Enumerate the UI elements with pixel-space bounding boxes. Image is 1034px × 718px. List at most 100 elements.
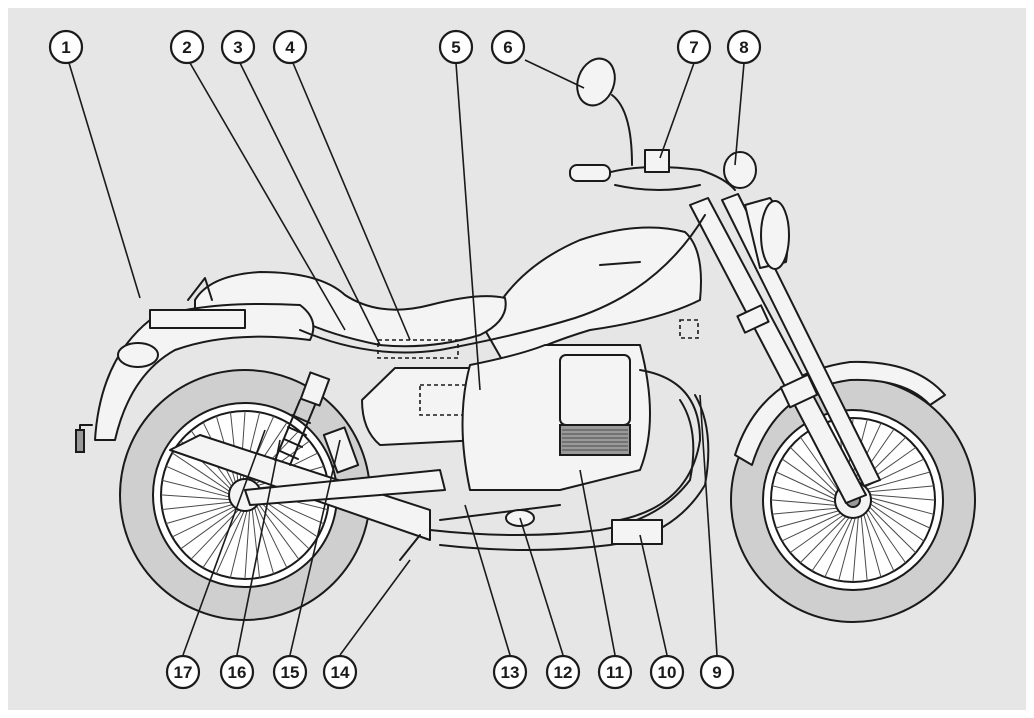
leader-line-15 [289,439,341,656]
grab-rail [149,309,246,329]
fuel-tank [484,226,702,366]
callout-label-1: 1 [61,38,70,57]
wheel-spoke [781,511,843,542]
rear-mudguard [94,303,315,441]
callout-label-14: 14 [331,663,350,682]
wheel-spoke [162,479,232,498]
callout-4: 4 [272,29,308,65]
leader-line-1 [68,62,141,299]
wheel-spoke [775,471,838,501]
wheel-spoke [251,507,261,578]
wheel-spoke [171,505,237,538]
leader-line-2 [189,62,346,331]
callout-1: 1 [48,29,84,65]
footrest-lever [439,504,561,521]
wheel-spoke [789,513,846,554]
callout-label-6: 6 [503,38,512,57]
wheel-spoke [864,510,895,572]
leader-line-12 [519,517,564,656]
wheel-spoke [852,514,859,583]
wheel-spoke [772,507,840,515]
wheel-spoke [799,436,840,493]
callout-15: 15 [272,654,308,690]
callout-5: 5 [438,29,474,65]
wheel-spoke [824,515,854,578]
callout-10: 10 [649,654,685,690]
swingarm [244,469,446,506]
callout-12: 12 [545,654,581,690]
callout-label-16: 16 [228,663,247,682]
instrument-cluster [723,151,757,189]
callout-label-3: 3 [233,38,242,57]
wheel-spoke [162,501,233,511]
frame [299,214,706,354]
wheel-spoke [160,494,232,501]
wheel-spoke [256,501,300,560]
wheel-spoke [867,494,936,501]
wheel-spoke [772,485,838,504]
wheel-spoke [860,513,868,581]
callout-label-5: 5 [451,38,460,57]
callout-11: 11 [597,654,633,690]
callout-6: 6 [490,29,526,65]
side-stand [399,534,421,561]
leader-line-11 [579,469,616,656]
mirror [576,57,633,166]
callout-label-7: 7 [689,38,698,57]
callout-16: 16 [219,654,255,690]
wheel-spoke [865,471,931,491]
tail-light [117,342,159,368]
callout-label-15: 15 [281,663,300,682]
callout-8: 8 [726,29,762,65]
wheel-spoke [165,465,232,496]
leader-line-17 [182,429,266,656]
callout-label-11: 11 [606,663,624,682]
motorcycle-illustration [75,57,976,623]
leader-line-7 [659,62,695,159]
wheel-spoke [862,512,882,578]
wheel-spoke [866,507,907,564]
leader-line-6 [524,59,585,89]
wheel-spoke [866,485,934,493]
wheel-spoke [799,514,848,564]
callout-2: 2 [169,29,205,65]
callout-markers: 1 2 3 4 5 6 7 8 9 10 11 12 13 14 15 16 1… [48,29,762,690]
wheel-spoke [190,507,241,560]
callout-13: 13 [492,654,528,690]
engine [461,344,651,491]
leader-line-3 [239,62,381,346]
callout-label-9: 9 [712,663,721,682]
callout-14: 14 [322,654,358,690]
wheel-spoke [253,505,275,575]
wheel-spoke [867,505,917,554]
leader-lines [68,59,745,656]
callout-17: 17 [165,654,201,690]
wheel-spoke [215,508,246,575]
wheel-spoke [172,452,232,493]
callout-7: 7 [676,29,712,65]
callout-label-8: 8 [739,38,748,57]
wheel-spoke [202,508,243,568]
wheel-spoke [244,508,251,580]
wheel-spoke [868,502,925,542]
leader-line-10 [639,534,668,656]
leader-line-14 [339,559,411,656]
callout-label-10: 10 [658,663,677,682]
wheel-spoke [165,503,235,525]
battery-box [322,426,360,474]
callout-label-4: 4 [285,38,295,57]
leader-line-13 [464,504,511,656]
callout-label-2: 2 [182,38,191,57]
callout-label-12: 12 [554,663,573,682]
wheel-spoke [775,509,841,529]
headlight [744,197,790,270]
leader-line-9 [699,394,718,656]
rear-shock [274,371,331,466]
wheel-spoke [868,496,934,515]
engine-guard [619,369,701,521]
callout-label-13: 13 [501,663,520,682]
wheel-spoke [229,508,248,578]
leader-line-4 [292,62,411,341]
